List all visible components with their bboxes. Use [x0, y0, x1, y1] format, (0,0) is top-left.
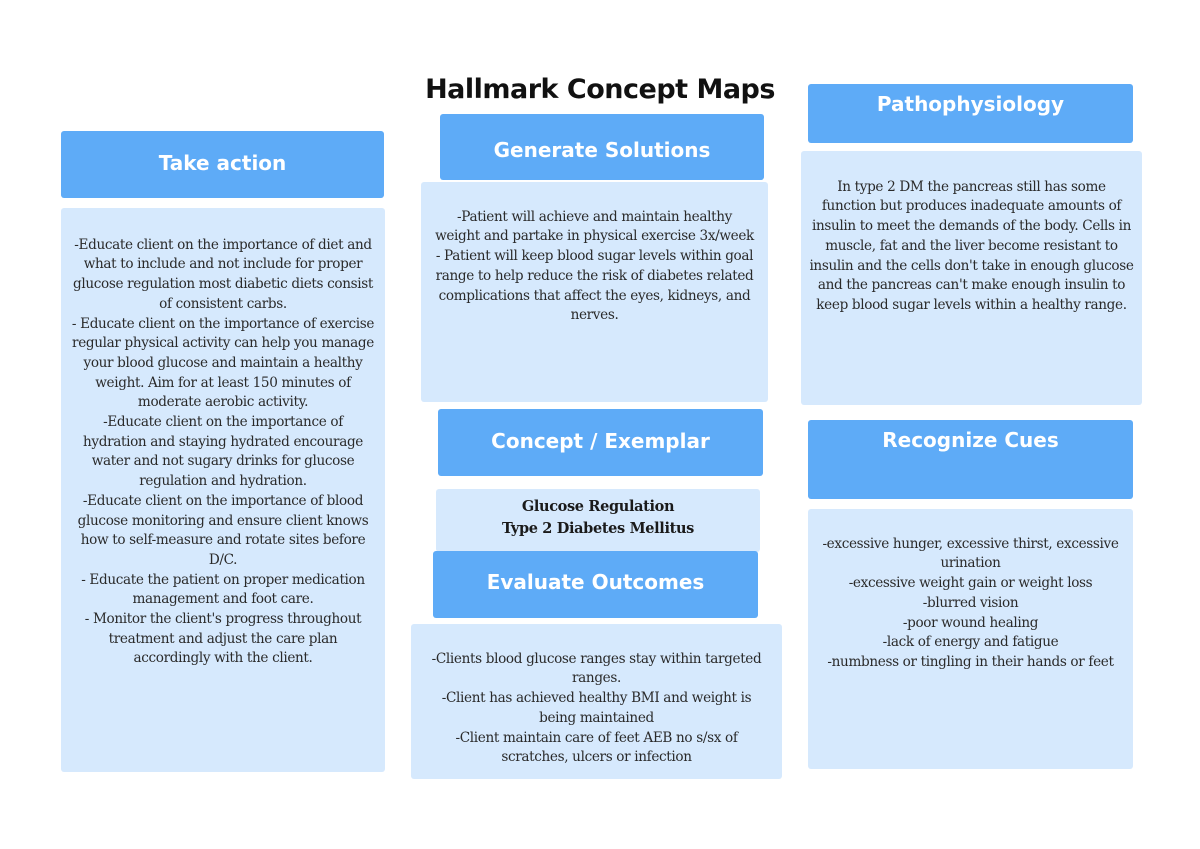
take-action-body: -Educate client on the importance of die… [61, 208, 385, 772]
generate-solutions-text: -Patient will achieve and maintain healt… [435, 208, 754, 324]
take-action-text: -Educate client on the importance of die… [71, 236, 375, 667]
evaluate-outcomes-header: Evaluate Outcomes [433, 551, 758, 618]
concept-exemplar-body: Glucose Regulation Type 2 Diabetes Melli… [436, 489, 760, 552]
page-title: Hallmark Concept Maps [425, 74, 775, 105]
generate-solutions-header-label: Generate Solutions [493, 138, 711, 162]
evaluate-outcomes-body: -Clients blood glucose ranges stay withi… [411, 624, 782, 779]
recognize-cues-header-label: Recognize Cues [882, 428, 1059, 452]
evaluate-outcomes-header-label: Evaluate Outcomes [486, 570, 705, 594]
pathophysiology-header-label: Pathophysiology [876, 92, 1065, 116]
evaluate-outcomes-text: -Clients blood glucose ranges stay withi… [431, 650, 762, 766]
pathophysiology-header: Pathophysiology [808, 84, 1133, 143]
concept-exemplar-header-label: Concept / Exemplar [491, 429, 710, 453]
recognize-cues-text: -excessive hunger, excessive thirst, exc… [822, 535, 1119, 670]
generate-solutions-body: -Patient will achieve and maintain healt… [421, 182, 768, 402]
pathophysiology-text: In type 2 DM the pancreas still has some… [809, 178, 1134, 313]
concept-exemplar-header: Concept / Exemplar [438, 409, 763, 476]
recognize-cues-body: -excessive hunger, excessive thirst, exc… [808, 509, 1133, 769]
pathophysiology-body: In type 2 DM the pancreas still has some… [801, 151, 1142, 405]
take-action-header: Take action [61, 131, 384, 198]
concept-label: Glucose Regulation [521, 498, 675, 515]
exemplar-label: Type 2 Diabetes Mellitus [502, 520, 694, 537]
recognize-cues-header: Recognize Cues [808, 420, 1133, 499]
take-action-header-label: Take action [158, 151, 287, 175]
generate-solutions-header: Generate Solutions [440, 114, 764, 180]
